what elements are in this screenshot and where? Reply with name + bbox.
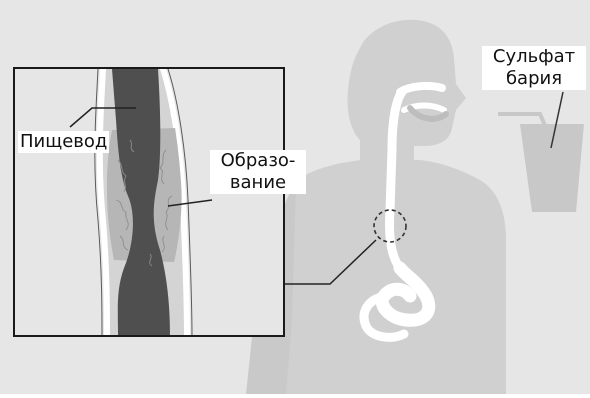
label-barium-line1: Сульфат bbox=[484, 46, 584, 68]
label-growth: Образо- вание bbox=[210, 150, 306, 194]
label-barium-sulfate: Сульфат бария bbox=[482, 46, 586, 90]
magnified-inset bbox=[14, 68, 284, 336]
label-esophagus: Пищевод bbox=[18, 131, 109, 153]
torso bbox=[260, 160, 506, 394]
label-barium-line2: бария bbox=[484, 68, 584, 90]
label-growth-line1: Образо- bbox=[212, 150, 304, 172]
label-growth-line2: вание bbox=[212, 172, 304, 194]
